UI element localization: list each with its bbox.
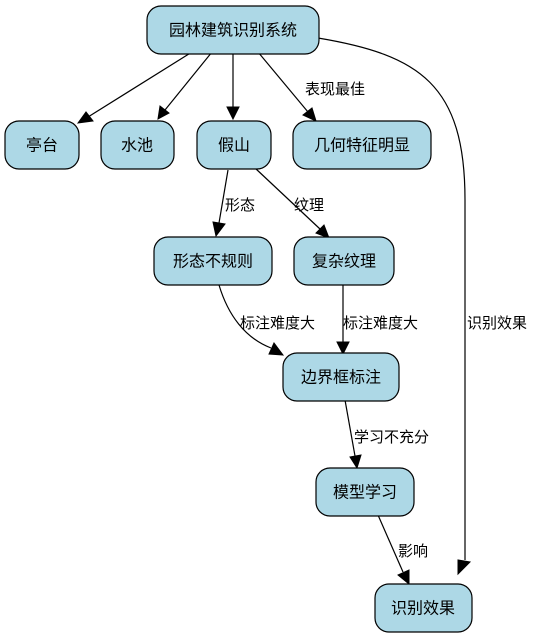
svg-text:模型学习: 模型学习	[333, 483, 397, 502]
node-geometric: 几何特征明显	[292, 120, 432, 170]
svg-text:假山: 假山	[218, 136, 250, 155]
svg-text:识别效果: 识别效果	[391, 599, 455, 618]
svg-text:几何特征明显: 几何特征明显	[314, 136, 410, 155]
edge-label-insufficient: 学习不充分	[354, 428, 429, 446]
edge-label-recognition: 识别效果	[467, 314, 527, 332]
node-pond: 水池	[100, 120, 175, 170]
node-rockery: 假山	[196, 120, 272, 170]
svg-text:复杂纹理: 复杂纹理	[312, 252, 376, 271]
edge-label-shape: 形态	[225, 196, 255, 214]
edge-root-geometric	[257, 51, 317, 122]
edge-root-pavilion	[76, 51, 193, 124]
svg-text:边界框标注: 边界框标注	[301, 368, 381, 387]
edge-texture-bbox	[336, 285, 350, 356]
edge-label-affect: 影响	[398, 542, 428, 560]
edge-irregular-bbox	[218, 284, 285, 356]
node-root: 园林建筑识别系统	[146, 5, 320, 55]
edge-root-result	[317, 37, 472, 576]
edge-root-pond	[157, 51, 213, 120]
edge-bbox-model	[344, 399, 362, 470]
svg-text:形态不规则: 形态不规则	[173, 252, 253, 271]
svg-text:园林建筑识别系统: 园林建筑识别系统	[169, 21, 297, 40]
svg-text:亭台: 亭台	[26, 136, 58, 155]
node-irregular: 形态不规则	[153, 236, 273, 286]
edge-rockery-texture	[254, 167, 330, 239]
node-bbox: 边界框标注	[282, 352, 400, 402]
node-pavilion: 亭台	[4, 120, 80, 170]
edge-label-best: 表现最佳	[305, 80, 365, 98]
node-texture: 复杂纹理	[293, 236, 395, 286]
svg-text:水池: 水池	[121, 136, 153, 155]
node-model: 模型学习	[315, 467, 415, 517]
edge-rockery-irregular	[212, 169, 229, 238]
edge-model-result	[377, 514, 410, 586]
edge-root-rockery	[226, 54, 240, 121]
edge-label-difficulty-1: 标注难度大	[240, 314, 315, 332]
edge-label-texture: 纹理	[294, 196, 324, 214]
node-result: 识别效果	[374, 583, 473, 633]
edge-label-difficulty-2: 标注难度大	[343, 314, 418, 332]
